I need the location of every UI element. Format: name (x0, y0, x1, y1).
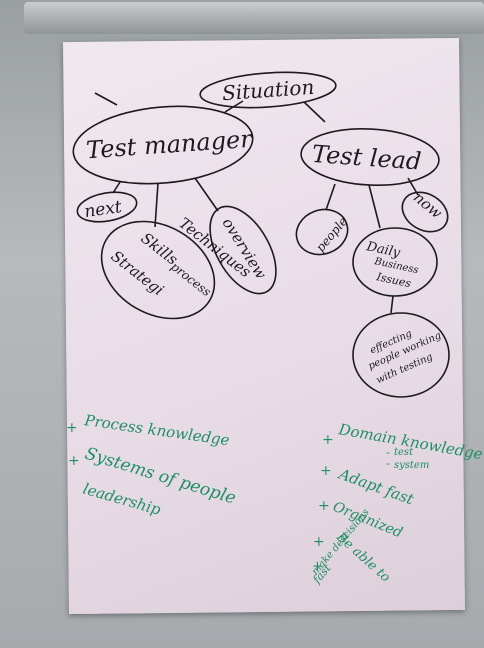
node-test-lead-outline (300, 128, 440, 186)
node-effecting-outline (352, 312, 450, 398)
note-system: system (394, 460, 429, 471)
node-people: people (313, 214, 350, 254)
node-now-outline (401, 191, 449, 233)
note-plus-1: + (66, 420, 78, 436)
note-plus-4: + (320, 463, 332, 479)
note-plus-3: + (322, 432, 334, 448)
node-next-outline (76, 191, 138, 223)
note-plus-2: + (68, 453, 80, 469)
note-dash-system: - (386, 457, 390, 470)
node-test-manager-outline (72, 105, 254, 185)
node-process: process (168, 259, 213, 299)
note-leadership: leadership (81, 480, 163, 519)
node-daily-issues-outline (352, 227, 438, 297)
node-test-lead: Test lead (311, 140, 422, 176)
note-process-knowledge: Process knowledge (82, 411, 230, 449)
node-overview-outline (209, 205, 277, 295)
note-plus-7: + (312, 559, 323, 574)
note-plus-5: + (318, 498, 330, 514)
node-situation: Situation (221, 75, 315, 105)
node-techniques-outline (100, 220, 216, 320)
node-people-outline (295, 208, 349, 256)
note-test: test (394, 447, 414, 458)
note-plus-6: + (313, 534, 325, 550)
node-situation-outline (199, 71, 337, 109)
note-dash-test: - (386, 446, 390, 459)
node-test-manager: Test manager (85, 125, 254, 165)
flipchart-clip-bar (24, 2, 484, 34)
node-daily: Daily (364, 239, 402, 261)
